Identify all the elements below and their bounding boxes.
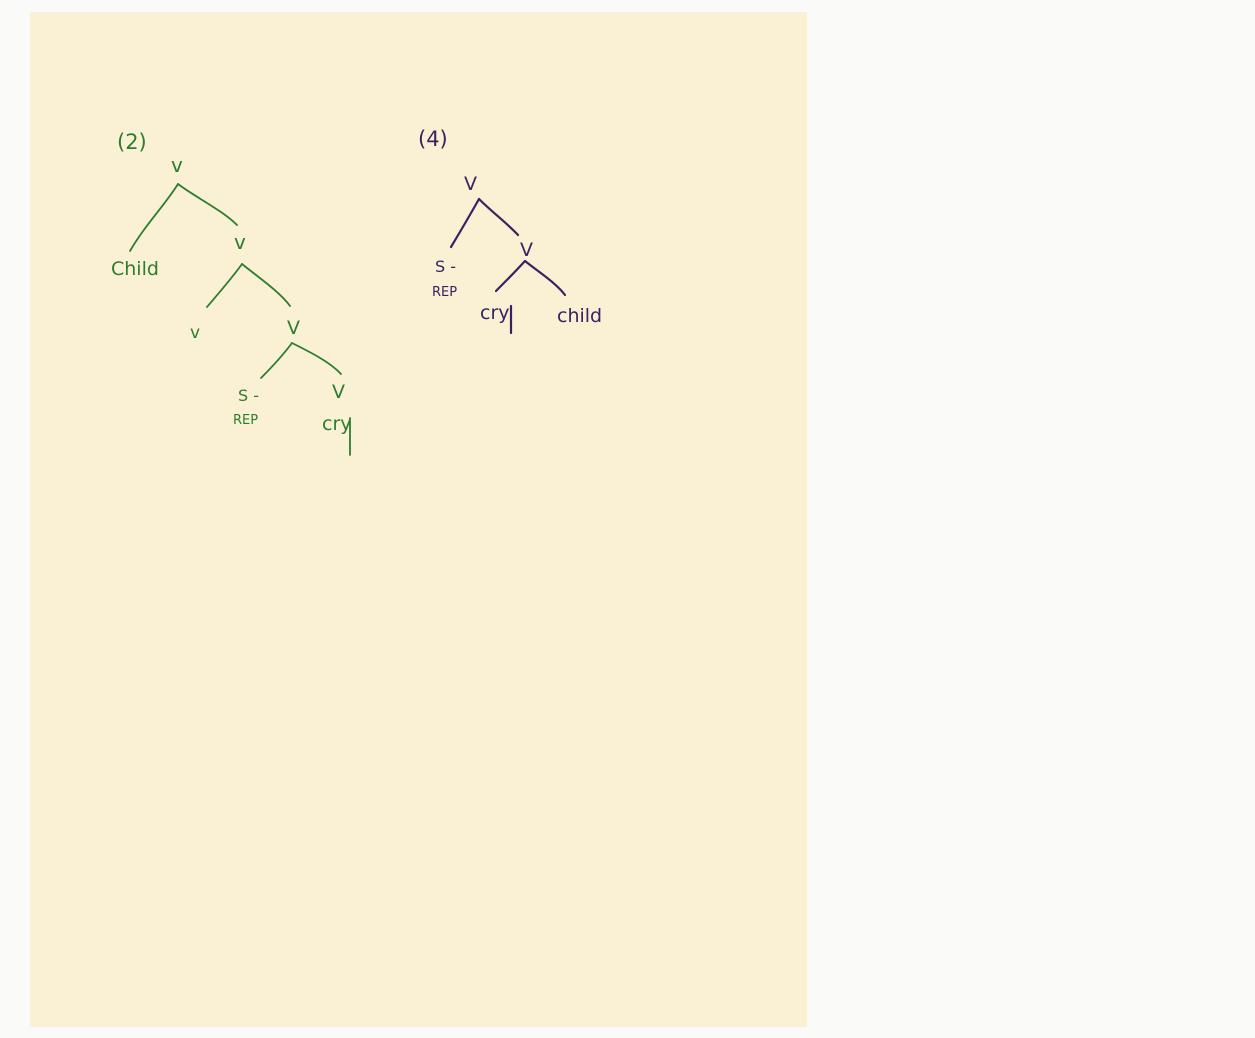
tree-4-V-node: V <box>520 239 533 261</box>
tree-2-cry-leaf: cry <box>322 413 352 435</box>
tree-4-s-rep-top: S - <box>435 257 456 276</box>
tree-2-branch-mid-left <box>206 263 243 308</box>
tree-2-label: (2) <box>117 130 147 154</box>
tree-2-root-node: v <box>171 153 183 177</box>
tree-2: (2) v Child v v V S - REP V cry <box>111 130 352 456</box>
tree-2-branch-root-left <box>129 183 179 252</box>
tree-4-branch-V-right <box>523 259 567 297</box>
tree-4-label: (4) <box>418 127 448 151</box>
tree-2-V-leaf-node: V <box>332 381 345 403</box>
tree-4-branch-root-right <box>477 197 520 237</box>
tree-2-branch-V-left <box>260 342 293 379</box>
tree-2-mid-node: v <box>234 230 246 254</box>
tree-4-cry-leaf: cry <box>480 302 510 324</box>
tree-4-child-leaf: child <box>557 305 602 327</box>
tree-4-branch-V-left <box>494 259 527 293</box>
tree-4-s-rep-bottom: REP <box>432 285 457 300</box>
tree-2-V-node: V <box>287 317 300 339</box>
tree-2-s-rep-bottom: REP <box>233 413 258 428</box>
tree-2-s-rep-top: S - <box>238 386 259 405</box>
tree-2-branch-root-right <box>177 183 238 226</box>
tree-2-branch-V-right <box>291 342 342 375</box>
tree-4: (4) V S - REP V cry child <box>418 127 602 335</box>
tree-2-small-v-leaf: v <box>190 323 200 343</box>
note-page[interactable] <box>30 12 807 1027</box>
tree-4-root-node: V <box>464 173 477 195</box>
tree-2-branch-mid-right <box>241 263 291 307</box>
tree-4-branch-root-left <box>449 197 481 249</box>
tree-2-child-leaf: Child <box>111 258 159 280</box>
